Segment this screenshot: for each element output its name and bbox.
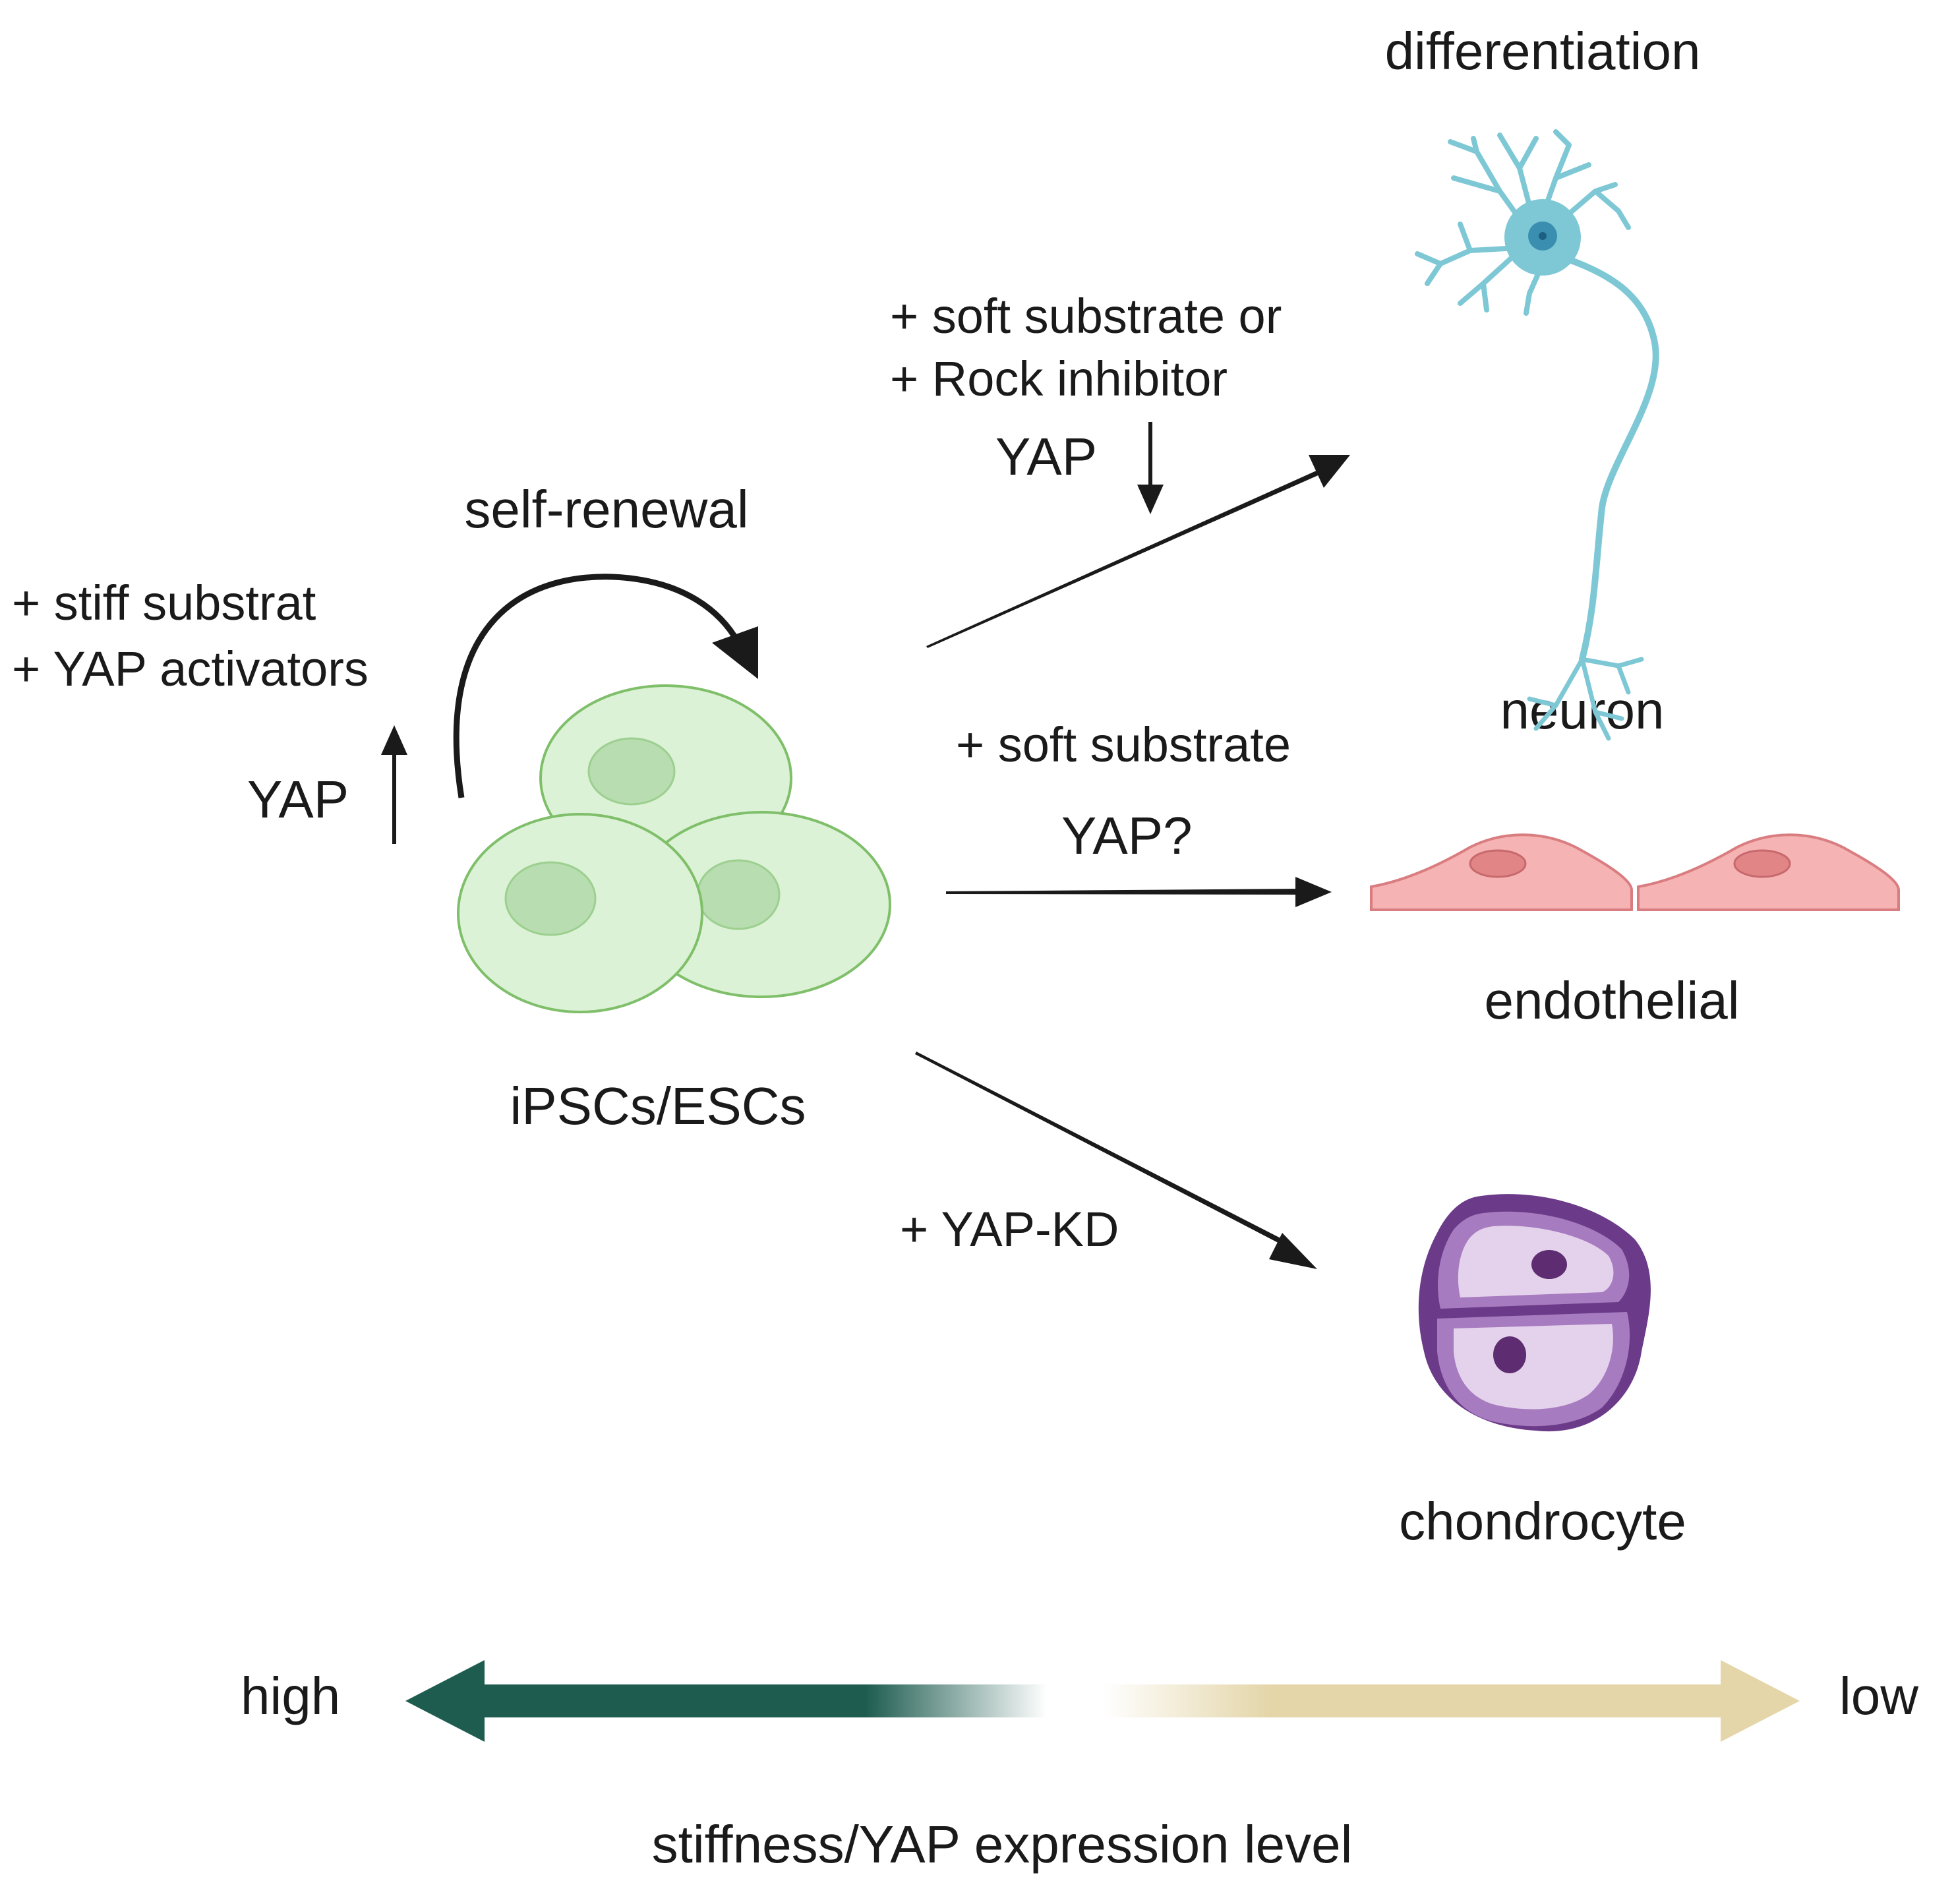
chondro-bottom-cell: [1454, 1324, 1613, 1410]
endothelial-nucleus-right: [1733, 849, 1791, 878]
neuron-label: neuron: [1500, 681, 1664, 740]
self-renewal-label: self-renewal: [464, 480, 748, 539]
arrow-to-chondrocyte: [915, 1052, 1292, 1249]
stem-nucleus-left: [504, 861, 597, 936]
chondro-nucleus-bottom: [1493, 1336, 1526, 1373]
endothelial-icon: [1370, 833, 1900, 911]
chondrocyte-icon: [1418, 1194, 1651, 1432]
scale-low-label: low: [1839, 1667, 1918, 1725]
self-renewal-arrowhead: [712, 626, 758, 679]
yap-up-label: YAP: [247, 770, 349, 829]
soft-substrate-or-label: + soft substrate or: [890, 289, 1282, 343]
arrow-to-endothelial-head: [1295, 877, 1332, 907]
scale-title-label: stiffness/YAP expression level: [652, 1815, 1353, 1874]
yap-up-arrowhead: [381, 725, 407, 755]
rock-inhibitor-label: + Rock inhibitor: [890, 351, 1228, 406]
stem-cells-label: iPSCs/ESCs: [510, 1077, 806, 1135]
yap-activators-label: + YAP activators: [12, 641, 369, 696]
endothelial-nucleus-left: [1469, 849, 1527, 878]
stiffness-scale-bar: [405, 1660, 1800, 1742]
differentiation-label: differentiation: [1385, 22, 1701, 80]
yap-down-arrowhead: [1137, 485, 1164, 514]
stiff-substrate-label: + stiff substrat: [12, 576, 316, 630]
arrow-to-neuron-head: [1309, 455, 1350, 488]
stem-nucleus-top: [587, 737, 676, 806]
arrow-to-chondrocyte-head: [1269, 1233, 1317, 1269]
endothelial-label: endothelial: [1485, 971, 1740, 1030]
arrow-to-endothelial: [946, 889, 1305, 895]
chondrocyte-label: chondrocyte: [1399, 1492, 1686, 1551]
stem-nucleus-right: [696, 859, 781, 930]
self-renewal-arrow: [453, 574, 741, 798]
chondro-nucleus-top: [1531, 1250, 1567, 1279]
scale-high-label: high: [241, 1667, 340, 1725]
arrow-to-neuron: [926, 467, 1327, 648]
yap-down-label: YAP: [995, 427, 1097, 486]
stem-cell-cluster: [457, 684, 891, 1013]
neuron-icon: [1415, 129, 1659, 741]
yap-kd-label: + YAP-KD: [900, 1202, 1119, 1257]
yap-question-label: YAP?: [1061, 806, 1193, 865]
soft-substrate-label: + soft substrate: [956, 717, 1291, 772]
